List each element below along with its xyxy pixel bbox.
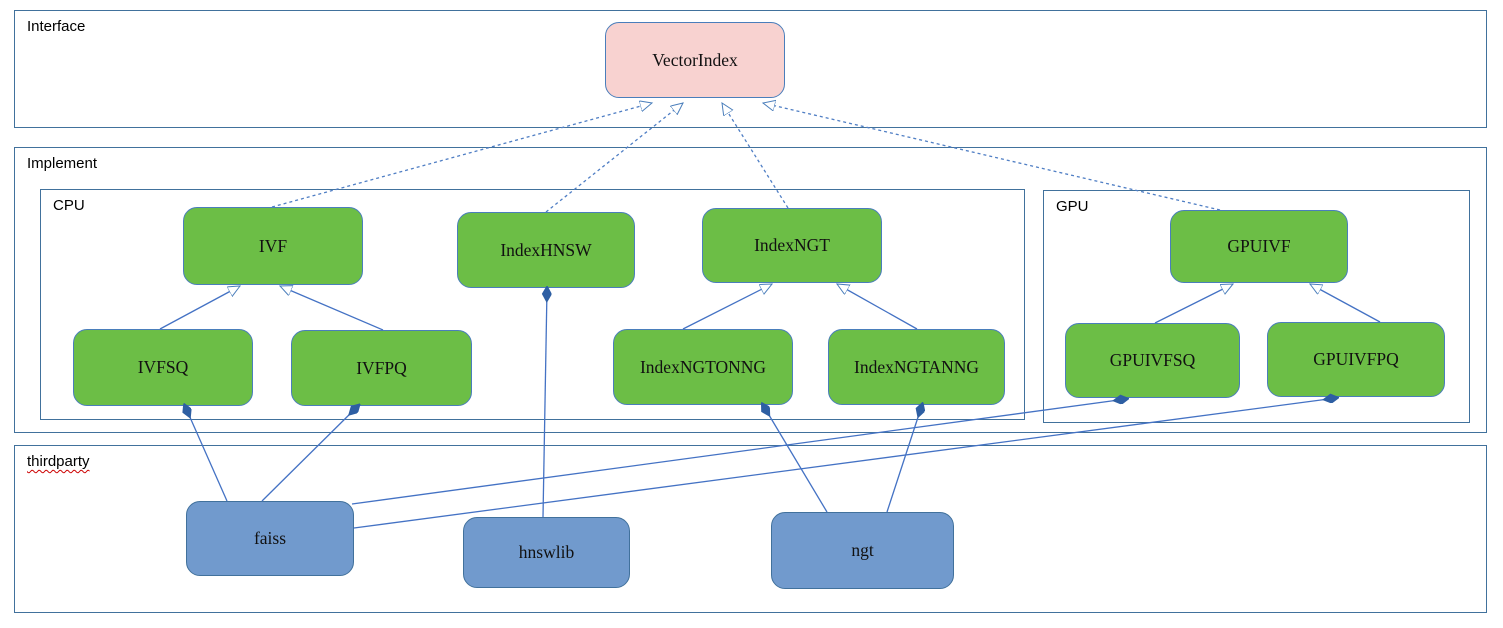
- node-indexhnsw-label: IndexHNSW: [500, 239, 592, 260]
- container-cpu-label: CPU: [53, 197, 85, 214]
- node-indexngtonng: IndexNGTONNG: [613, 329, 793, 405]
- node-vectorindex-label: VectorIndex: [652, 49, 738, 70]
- node-ivf: IVF: [183, 207, 363, 285]
- node-indexngtanng-label: IndexNGTANNG: [854, 356, 979, 377]
- node-indexngt-label: IndexNGT: [754, 235, 830, 255]
- container-gpu-label: GPU: [1056, 198, 1089, 215]
- node-ngt: ngt: [771, 512, 954, 589]
- node-ivfpq: IVFPQ: [291, 330, 472, 406]
- container-interface-label: Interface: [27, 18, 86, 35]
- node-indexngtanng: IndexNGTANNG: [828, 329, 1005, 405]
- node-indexngt: IndexNGT: [702, 208, 882, 283]
- node-gpuivfpq: GPUIVFPQ: [1267, 322, 1445, 397]
- node-indexngtonng-label: IndexNGTONNG: [639, 356, 767, 377]
- node-hnswlib: hnswlib: [463, 517, 630, 588]
- node-vectorindex: VectorIndex: [605, 22, 785, 98]
- node-faiss: faiss: [186, 501, 354, 576]
- container-implement-label: Implement: [27, 155, 98, 172]
- node-hnswlib-label: hnswlib: [518, 542, 575, 562]
- node-ivf-label: IVF: [258, 235, 288, 256]
- node-ivfpq-label: IVFPQ: [356, 357, 407, 378]
- node-ngt-label: ngt: [851, 540, 874, 560]
- node-gpuivf: GPUIVF: [1170, 210, 1348, 283]
- node-faiss-label: faiss: [253, 528, 287, 548]
- container-thirdparty-label: thirdparty: [27, 453, 90, 470]
- node-gpuivf-label: GPUIVF: [1227, 236, 1291, 256]
- node-ivfsq-label: IVFSQ: [137, 357, 189, 377]
- node-ivfsq: IVFSQ: [73, 329, 253, 406]
- node-gpuivfsq: GPUIVFSQ: [1065, 323, 1240, 398]
- node-indexhnsw: IndexHNSW: [457, 212, 635, 288]
- node-gpuivfsq-label: GPUIVFSQ: [1109, 350, 1196, 370]
- node-gpuivfpq-label: GPUIVFPQ: [1313, 349, 1399, 369]
